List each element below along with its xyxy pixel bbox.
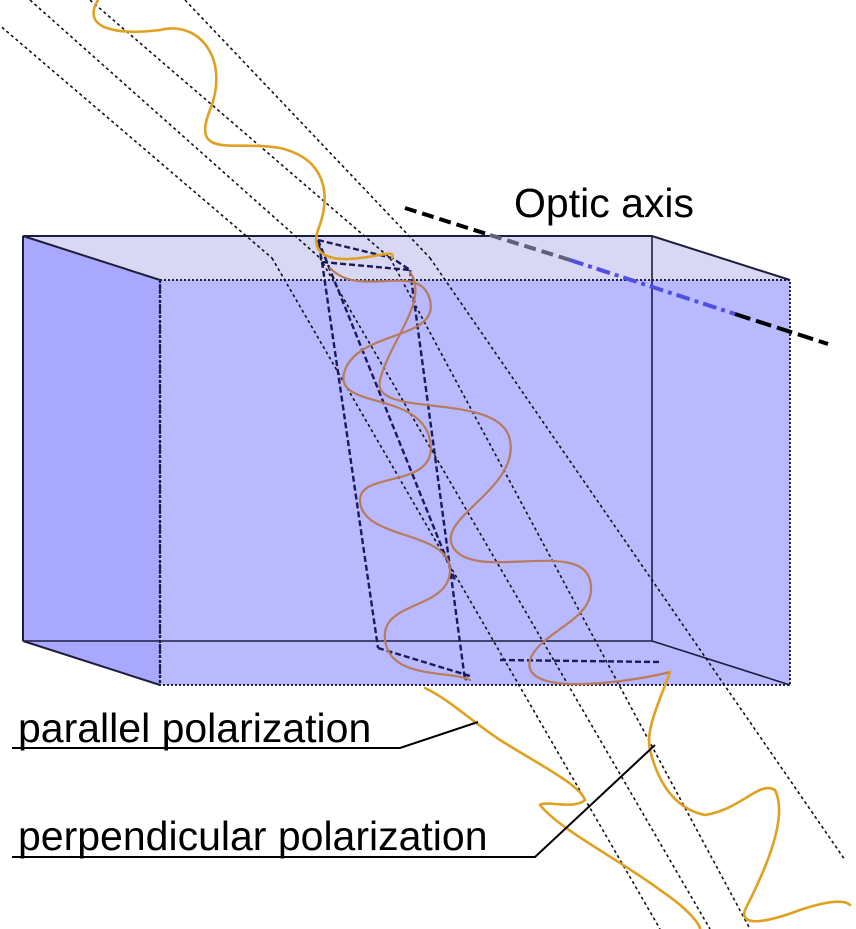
crystal-front-face (160, 280, 790, 685)
perpendicular-polarization-label: perpendicular polarization (18, 813, 488, 859)
crystal-front-edges (159, 279, 791, 686)
extraordinary-wave-inside (328, 266, 472, 682)
ordinary-beam-edge-4 (389, 257, 751, 929)
optic-axis-label: Optic axis (514, 180, 694, 226)
perpendicular-wave-exit (647, 670, 852, 923)
incident-beam-edge-3 (184, 0, 431, 259)
perpendicular-leader (12, 744, 656, 858)
optic-axis-outside-start (404, 206, 491, 237)
incident-wave (92, 0, 394, 261)
incident-beam-edge-1 (29, 0, 321, 259)
incident-beam-edge-2 (89, 0, 391, 259)
crystal-left-bottom-edge (22, 640, 161, 686)
light-waves (92, 0, 852, 929)
incident-beam-edge-4 (0, 24, 273, 259)
ordinary-wave-inside (378, 270, 672, 686)
crystal-block (22, 235, 791, 686)
crystal-left-face (23, 236, 160, 685)
crystal-back-edge-diag (651, 640, 791, 686)
optic-axis-inside (569, 258, 736, 316)
parallel-leader (12, 721, 479, 749)
label-leaders (12, 721, 656, 858)
extraordinary-beam-outline (316, 238, 411, 272)
extraordinary-beam-inner (316, 239, 457, 581)
extraordinary-beam-left (320, 261, 380, 649)
optic-axis-line (404, 206, 829, 346)
extraordinary-beam-right (408, 269, 467, 681)
ordinary-beam-edge-2 (429, 257, 846, 861)
parallel-wave-exit (423, 686, 702, 929)
parallel-polarization-label: parallel polarization (18, 705, 372, 751)
optic-axis-top-face (489, 233, 571, 262)
optic-axis-outside-end (734, 312, 829, 346)
crystal-top-edges (22, 235, 791, 281)
